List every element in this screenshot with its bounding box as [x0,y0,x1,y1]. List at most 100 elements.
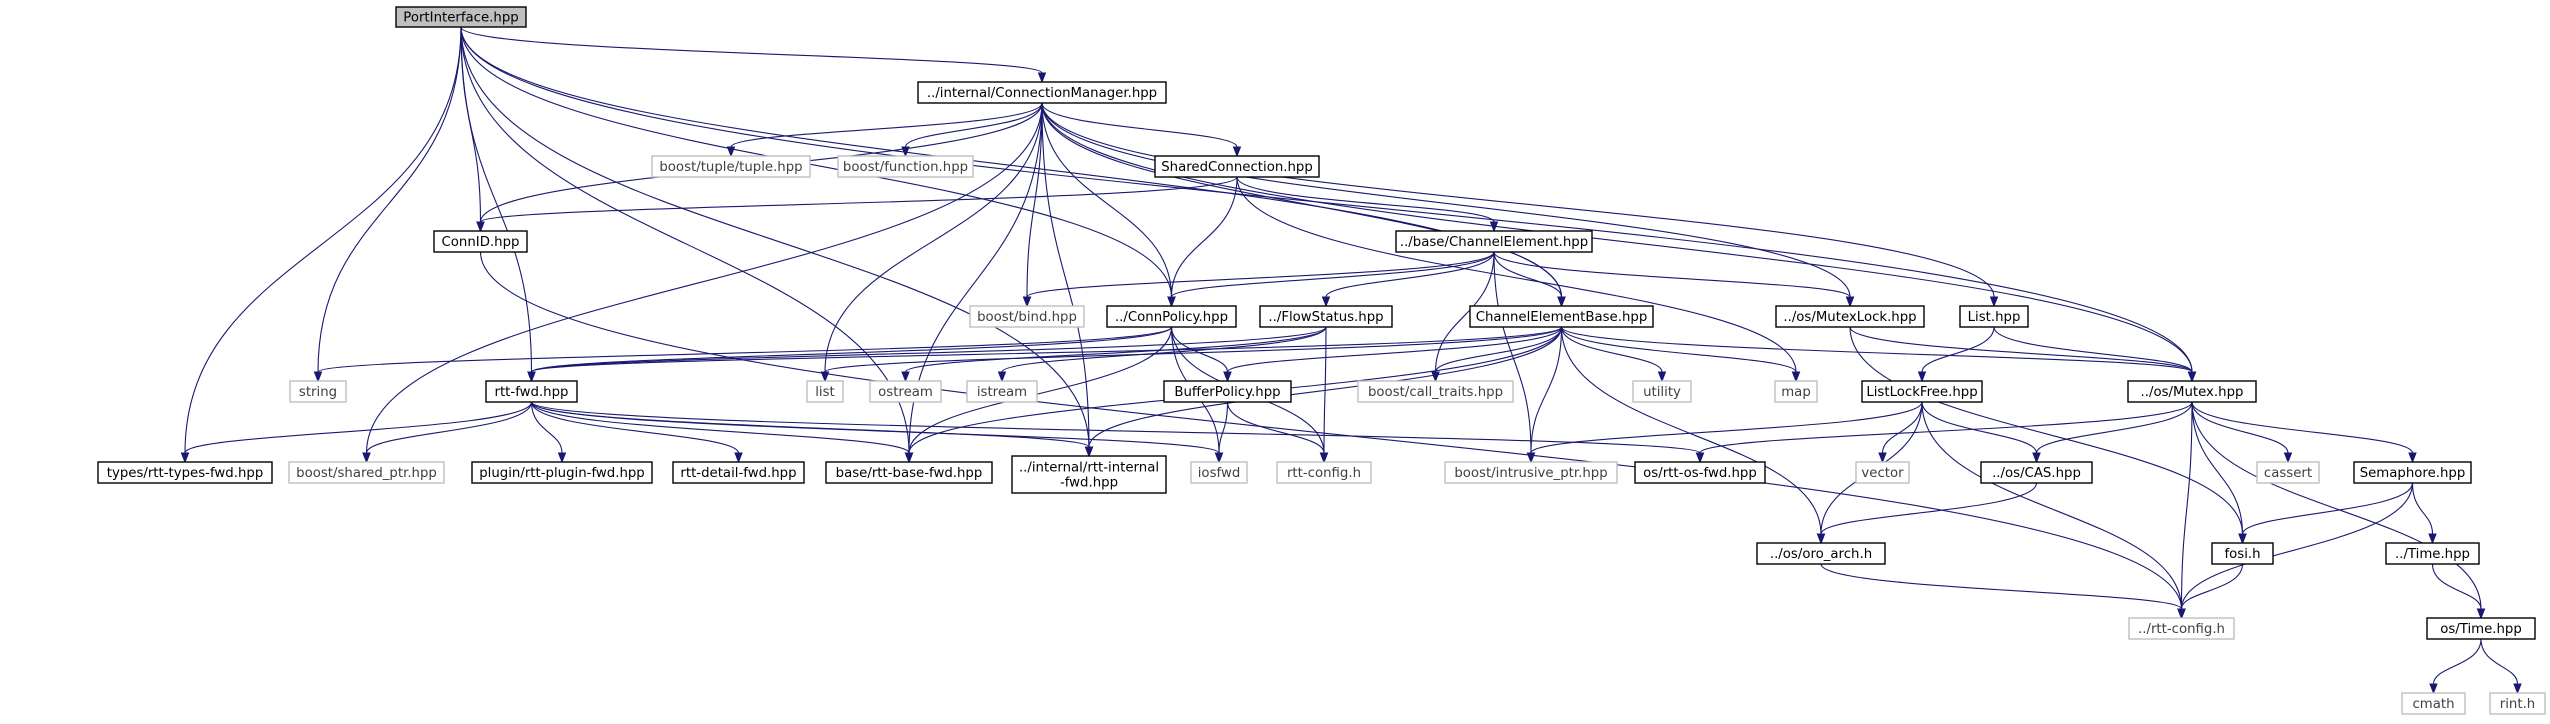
node-rttfwd[interactable]: rtt-fwd.hpp [485,380,578,403]
edge-line [460,26,1563,298]
node-fosi[interactable]: fosi.h [2211,542,2274,565]
node-sharedconn[interactable]: SharedConnection.hpp [1154,155,1320,178]
node-label: ListLockFree.hpp [1866,385,1977,400]
node-listlockfree[interactable]: ListLockFree.hpp [1861,380,1983,403]
node-basefwd[interactable]: base/rtt-base-fwd.hpp [825,461,993,484]
edge-line [317,26,462,373]
node-box [969,305,1085,328]
node-ostime[interactable]: os/Time.hpp [2426,617,2536,640]
node-connpolicy[interactable]: ../ConnPolicy.hpp [1106,305,1237,328]
node-internalfwd[interactable]: ../internal/rtt-internal-fwd.hpp [1011,455,1167,494]
graph-nodes: PortInterface.hpp ../internal/ConnectionM… [97,6,2546,715]
edge-chanbase-to-list [820,326,1563,383]
node-label: types/rtt-types-fwd.hpp [107,466,264,481]
edge-line [1041,102,1563,298]
node-typesfwd[interactable]: types/rtt-types-fwd.hpp [97,461,273,484]
edge-line [1921,401,2183,610]
node-timehpp[interactable]: ../Time.hpp [2385,542,2480,565]
node-label: ConnID.hpp [442,235,520,250]
arrowhead [1321,296,1331,308]
edge-line [1820,563,2183,610]
edge-ostime-to-rinth [2480,638,2522,695]
edge-line [1026,251,1495,298]
arrowhead [904,452,914,464]
node-osfwd[interactable]: os/rtt-os-fwd.hpp [1634,461,1766,484]
edge-cm-to-listhpp [1041,102,1999,308]
edge-line [530,401,910,454]
node-root[interactable]: PortInterface.hpp [395,6,527,28]
node-box [485,380,578,403]
node-label: boost/function.hpp [843,160,968,175]
edge-rttfwd-to-detailfwd [530,401,743,464]
node-label: ../internal/ConnectionManager.hpp [927,86,1157,101]
edge-rttfwd-to-pluginfwd [530,401,567,464]
node-vector: vector [1855,461,1910,484]
node-label: utility [1643,385,1681,400]
edge-sharedconn-to-connid [476,176,1238,233]
edge-mutex-to-rttconfig2 [2177,401,2193,620]
node-mutex[interactable]: ../os/Mutex.hpp [2127,380,2257,403]
node-bufferpolicy[interactable]: BufferPolicy.hpp [1163,380,1292,403]
node-label: ../rtt-config.h [2138,622,2225,637]
edge-line [530,401,1701,454]
node-chanbase[interactable]: ChannelElementBase.hpp [1469,305,1654,328]
node-box [2401,692,2466,715]
edge-line [1434,326,1563,373]
edge-connpolicy-to-bufferpolicy [1170,326,1232,383]
node-label: -fwd.hpp [1060,476,1118,491]
node-label: Semaphore.hpp [2360,466,2466,481]
arrowhead [1319,452,1329,464]
node-box [395,6,527,28]
edge-chanbase-to-calltraits [1431,326,1563,383]
node-chanelem[interactable]: ../base/ChannelElement.hpp [1395,230,1593,253]
node-cas[interactable]: ../os/CAS.hpp [1980,461,2093,484]
node-box [1154,155,1320,178]
edge-semaphore-to-timehpp [2411,482,2437,545]
edge-line [1699,401,2193,454]
node-label: boost/shared_ptr.hpp [296,466,437,481]
node-box [1861,380,1983,403]
node-label: vector [1861,466,1904,481]
node-cmath: cmath [2401,692,2466,715]
node-cassert: cassert [2256,461,2320,484]
arrowhead [557,452,567,464]
edge-line [1026,102,1043,298]
node-label: os/Time.hpp [2440,622,2522,637]
edge-line [530,326,1173,373]
arrowhead [901,371,910,383]
edge-connpolicy-to-string [313,326,1173,383]
edge-listlockfree-to-rttconfig2 [1921,401,2186,620]
node-detailfwd[interactable]: rtt-detail-fwd.hpp [672,461,805,484]
node-semaphore[interactable]: Semaphore.hpp [2353,461,2472,484]
edge-line [1041,102,1995,298]
node-oroarch[interactable]: ../os/oro_arch.h [1756,542,1886,565]
node-box [1163,380,1292,403]
edge-fosi-to-rttconfig2 [2177,563,2244,620]
arrowhead [527,371,536,383]
edge-line [1921,401,2038,454]
node-cm[interactable]: ../internal/ConnectionManager.hpp [917,81,1167,104]
node-label: iosfwd [1198,466,1241,481]
node-box [1855,461,1910,484]
arrowhead [2408,452,2417,464]
node-mutexlock[interactable]: ../os/MutexLock.hpp [1775,305,1925,328]
node-pluginfwd[interactable]: plugin/rtt-plugin-fwd.hpp [471,461,653,484]
node-box [1106,305,1237,328]
edge-line [1226,401,1325,454]
node-listhpp[interactable]: List.hpp [1959,305,2029,328]
node-iosfwd: iosfwd [1190,461,1248,484]
arrowhead [2177,608,2186,620]
edge-line [2180,563,2244,610]
edge-chanelem-to-flowstatus [1321,251,1495,308]
edge-root-to-cm [460,26,1047,84]
node-flowstatus[interactable]: ../FlowStatus.hpp [1259,305,1393,328]
edge-line [530,401,1220,454]
node-box [869,380,942,403]
node-connid[interactable]: ConnID.hpp [433,230,528,253]
arrowhead [997,371,1007,383]
edge-line [904,102,1043,148]
edge-line [460,26,1090,448]
arrowhead [2428,533,2437,545]
edge-line [479,176,1238,223]
edge-mutex-to-fosi [2191,401,2247,545]
